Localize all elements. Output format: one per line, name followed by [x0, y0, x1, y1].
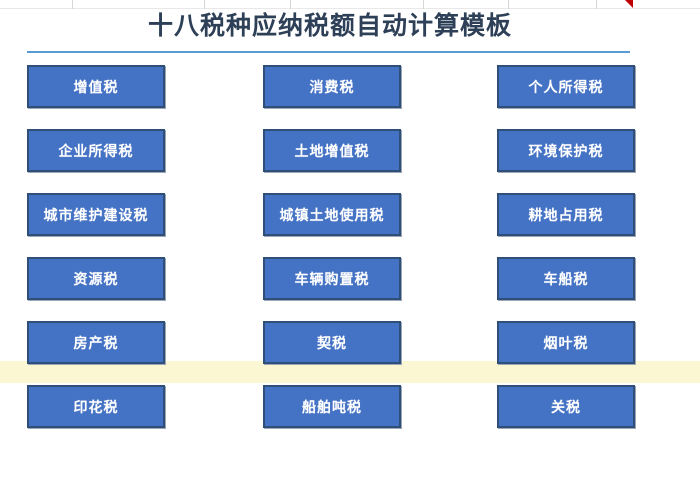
tax-button-label: 城市维护建设税 [43, 206, 149, 223]
tax-button[interactable]: 车辆购置税 [263, 257, 401, 300]
tax-button[interactable]: 船舶吨税 [263, 385, 401, 428]
tax-button-label: 车辆购置税 [294, 270, 370, 287]
title-block: 十八税种应纳税额自动计算模板 [0, 8, 700, 53]
column-gridline [204, 0, 205, 9]
tax-button-label: 烟叶税 [543, 334, 589, 351]
tax-button-label: 企业所得税 [58, 142, 134, 159]
tax-button-label: 城镇土地使用税 [279, 206, 385, 223]
tax-button[interactable]: 车船税 [497, 257, 635, 300]
grid-top-rule [0, 8, 700, 9]
tax-button[interactable]: 增值税 [27, 65, 165, 108]
tax-button[interactable]: 城镇土地使用税 [263, 193, 401, 236]
tax-button-label: 增值税 [73, 78, 119, 95]
tax-button[interactable]: 契税 [263, 321, 401, 364]
tax-button-label: 车船税 [543, 270, 589, 287]
highlighted-row-band [0, 361, 700, 383]
tax-button-label: 土地增值税 [294, 142, 370, 159]
page-title: 十八税种应纳税额自动计算模板 [147, 12, 512, 40]
tax-button-label: 契税 [317, 334, 347, 351]
tax-button[interactable]: 烟叶税 [497, 321, 635, 364]
tax-button-label: 房产税 [73, 334, 119, 351]
tax-button[interactable]: 城市维护建设税 [27, 193, 165, 236]
tax-button-label: 资源税 [73, 270, 119, 287]
tax-button[interactable]: 房产税 [27, 321, 165, 364]
column-gridline [290, 0, 291, 9]
tax-button-label: 关税 [551, 398, 581, 415]
tax-button[interactable]: 耕地占用税 [497, 193, 635, 236]
title-underline [27, 51, 630, 53]
tax-button-label: 印花税 [73, 398, 119, 415]
tax-button[interactable]: 关税 [497, 385, 635, 428]
comment-indicator-icon[interactable] [625, 0, 633, 8]
tax-button[interactable]: 企业所得税 [27, 129, 165, 172]
tax-button-label: 耕地占用税 [528, 206, 604, 223]
tax-button[interactable]: 消费税 [263, 65, 401, 108]
tax-button[interactable]: 印花税 [27, 385, 165, 428]
tax-button[interactable]: 资源税 [27, 257, 165, 300]
column-gridline [72, 0, 73, 9]
column-gridline [423, 0, 424, 9]
tax-button-label: 消费税 [309, 78, 355, 95]
tax-button-label: 环境保护税 [528, 142, 604, 159]
column-gridline [596, 0, 597, 9]
tax-button[interactable]: 土地增值税 [263, 129, 401, 172]
tax-button[interactable]: 环境保护税 [497, 129, 635, 172]
tax-button[interactable]: 个人所得税 [497, 65, 635, 108]
column-gridline [508, 0, 509, 9]
tax-button-label: 船舶吨税 [302, 398, 362, 415]
tax-button-label: 个人所得税 [528, 78, 604, 95]
